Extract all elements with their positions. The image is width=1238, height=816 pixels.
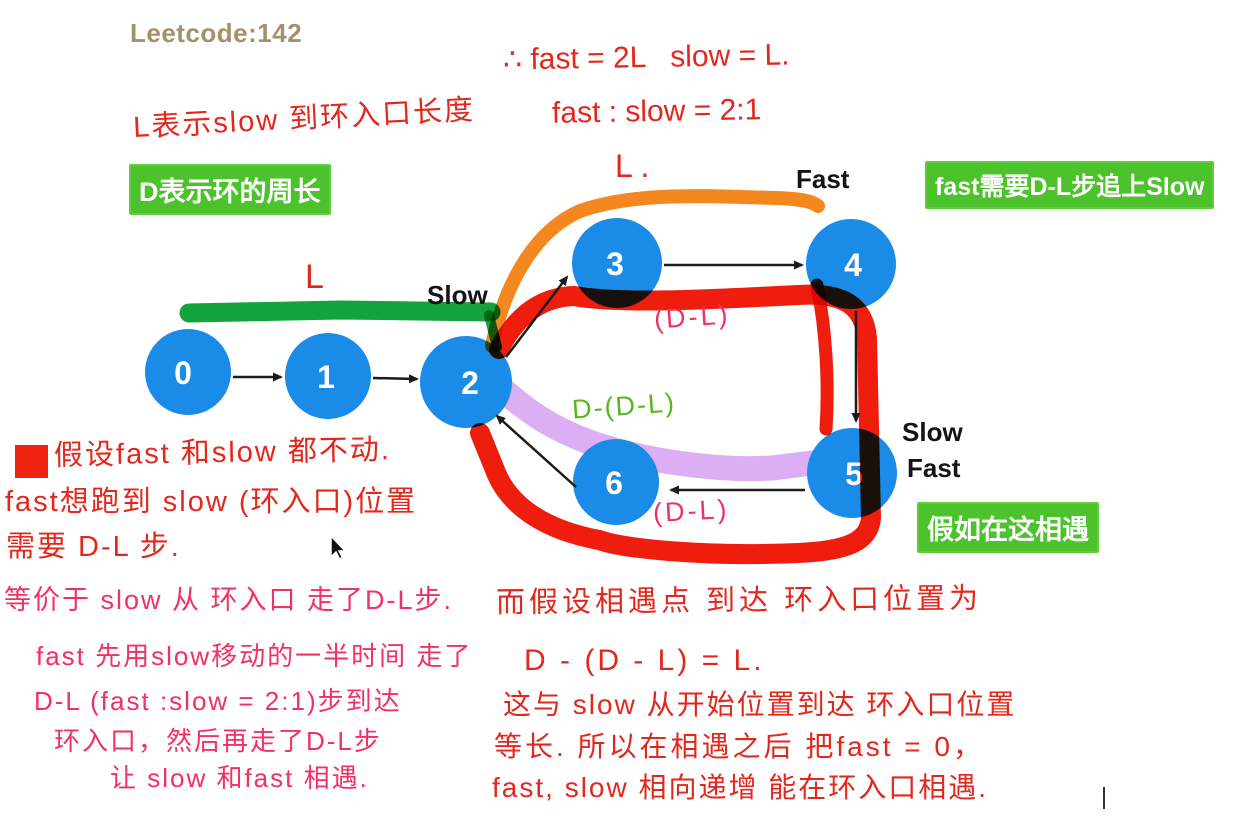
mouse-cursor-icon — [330, 534, 347, 561]
node-6-label: 6 — [605, 465, 623, 501]
node-3-circle — [572, 218, 662, 308]
note-line: fast 先用slow移动的一半时间 走了 — [36, 641, 473, 671]
note-line: 而假设相遇点 到达 环入口位置为 — [495, 582, 983, 620]
note-ratio: fast : slow = 2:1 — [551, 93, 762, 130]
arrow-6-2 — [495, 414, 577, 488]
node-2-circle — [420, 336, 512, 428]
note-dl-bottom: (D-L) — [652, 494, 731, 528]
note-l-dot: L . — [615, 148, 650, 184]
node-0-circle — [145, 329, 231, 415]
note-line: fast想跑到 slow (环入口)位置 — [5, 486, 418, 518]
badge-catch-up: fast需要D-L步追上Slow — [925, 161, 1215, 209]
list-arrows — [233, 260, 861, 495]
label-slow-top: Slow — [427, 280, 488, 310]
note-line: 这与 slow 从开始位置到达 环入口位置 — [503, 689, 1017, 720]
red-inner-stroke — [810, 278, 834, 436]
label-slow-right: Slow — [902, 417, 963, 447]
page-title: Leetcode:142 — [130, 18, 303, 48]
note-dl-top: (D-L) — [653, 299, 732, 335]
badge-circumference: D表示环的周长 — [129, 164, 331, 215]
arrow-2-3 — [505, 275, 569, 358]
badge-meet-here: 假如在这相遇 — [917, 502, 1099, 553]
red-square-bullet — [15, 445, 48, 478]
green-l-bar — [179, 300, 501, 323]
note-line: D - (D - L) = L. — [524, 644, 765, 677]
label-fast-right: Fast — [907, 453, 961, 483]
node-0-label: 0 — [174, 355, 192, 391]
note-therefore: ∴ fast = 2L slow = L. — [502, 38, 790, 77]
node-2-label: 2 — [461, 365, 479, 401]
node-3-label: 3 — [606, 246, 624, 282]
note-line: 环入口，然后再走了D-L步 — [54, 726, 382, 756]
red-cycle-loop — [470, 284, 882, 565]
note-line: 假设fast 和slow 都不动. — [53, 434, 392, 472]
label-fast-top: Fast — [796, 164, 850, 194]
note-line: fast, slow 相向递增 能在环入口相遇. — [492, 772, 989, 803]
note-line: 等长. 所以在相遇之后 把fast = 0， — [494, 731, 984, 762]
note-l-bar: L — [305, 258, 324, 296]
node-1-label: 1 — [317, 359, 335, 395]
node-4-label: 4 — [844, 247, 862, 283]
node-6-circle — [573, 439, 659, 525]
orange-fast-arc — [485, 189, 825, 353]
node-5-label: 5 — [845, 456, 863, 492]
note-line: D-L (fast :slow = 2:1)步到达 — [34, 686, 402, 716]
node-1-circle — [285, 333, 371, 419]
note-line: 等价于 slow 从 环入口 走了D-L步. — [4, 585, 454, 615]
note-line: 需要 D-L 步. — [6, 531, 181, 563]
arrow-1-2 — [372, 374, 419, 384]
note-line: 让 slow 和fast 相遇. — [110, 763, 369, 793]
